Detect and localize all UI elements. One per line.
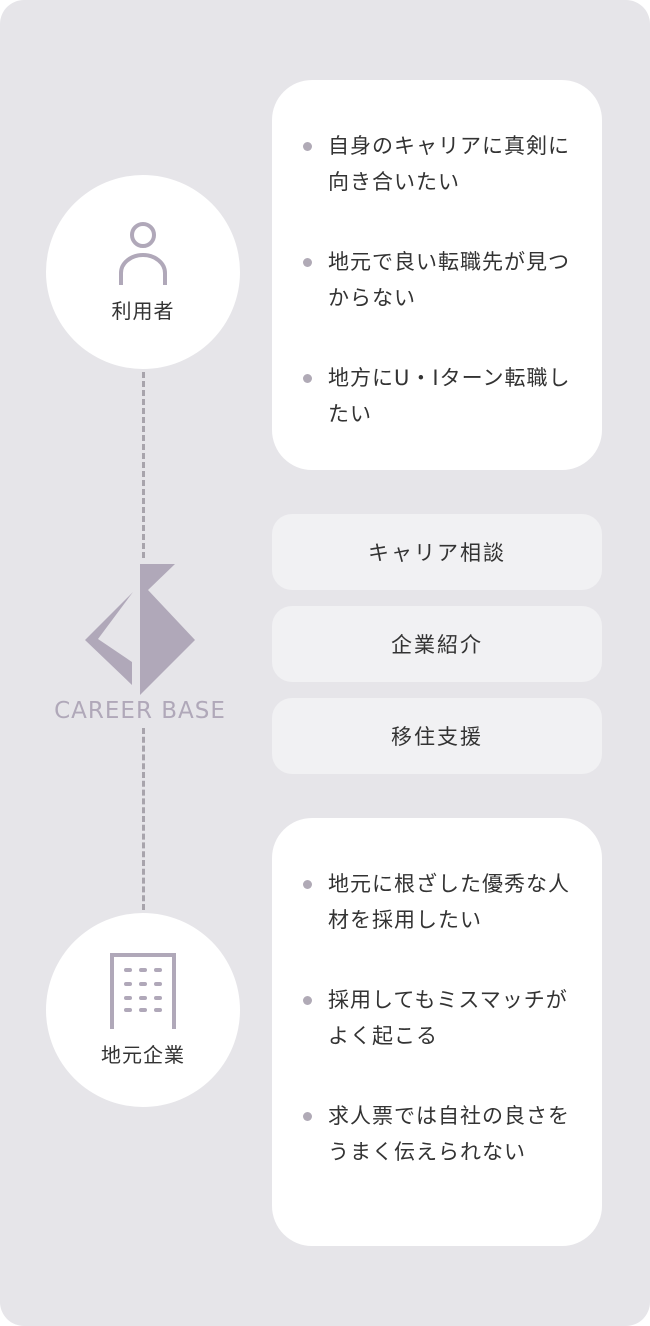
person-icon: [119, 221, 167, 285]
user-need-item: 地元で良い転職先が見つからない: [303, 244, 572, 316]
service-relocation-support: 移住支援: [272, 698, 602, 774]
service-career-consultation: キャリア相談: [272, 514, 602, 590]
company-needs-card: 地元に根ざした優秀な人材を採用したい 採用してもミスマッチがよく起こる 求人票で…: [272, 818, 602, 1246]
user-needs-card: 自身のキャリアに真剣に向き合いたい 地元で良い転職先が見つからない 地方にU・I…: [272, 80, 602, 470]
building-icon: [110, 952, 176, 1029]
user-circle: 利用者: [46, 175, 240, 369]
user-label: 利用者: [111, 298, 175, 323]
company-need-item: 求人票では自社の良さをうまく伝えられない: [303, 1098, 572, 1170]
user-need-item: 地方にU・Iターン転職したい: [303, 360, 572, 432]
brand-logo-text: CAREER BASE: [54, 698, 226, 724]
company-need-item: 採用してもミスマッチがよく起こる: [303, 982, 572, 1054]
connector-line-top: [142, 372, 145, 558]
company-label: 地元企業: [101, 1042, 185, 1067]
service-company-introduction: 企業紹介: [272, 606, 602, 682]
company-need-item: 地元に根ざした優秀な人材を採用したい: [303, 866, 572, 938]
company-circle: 地元企業: [46, 913, 240, 1107]
user-need-item: 自身のキャリアに真剣に向き合いたい: [303, 128, 572, 200]
career-base-logo-icon: [85, 564, 195, 695]
connector-line-bottom: [142, 728, 145, 910]
